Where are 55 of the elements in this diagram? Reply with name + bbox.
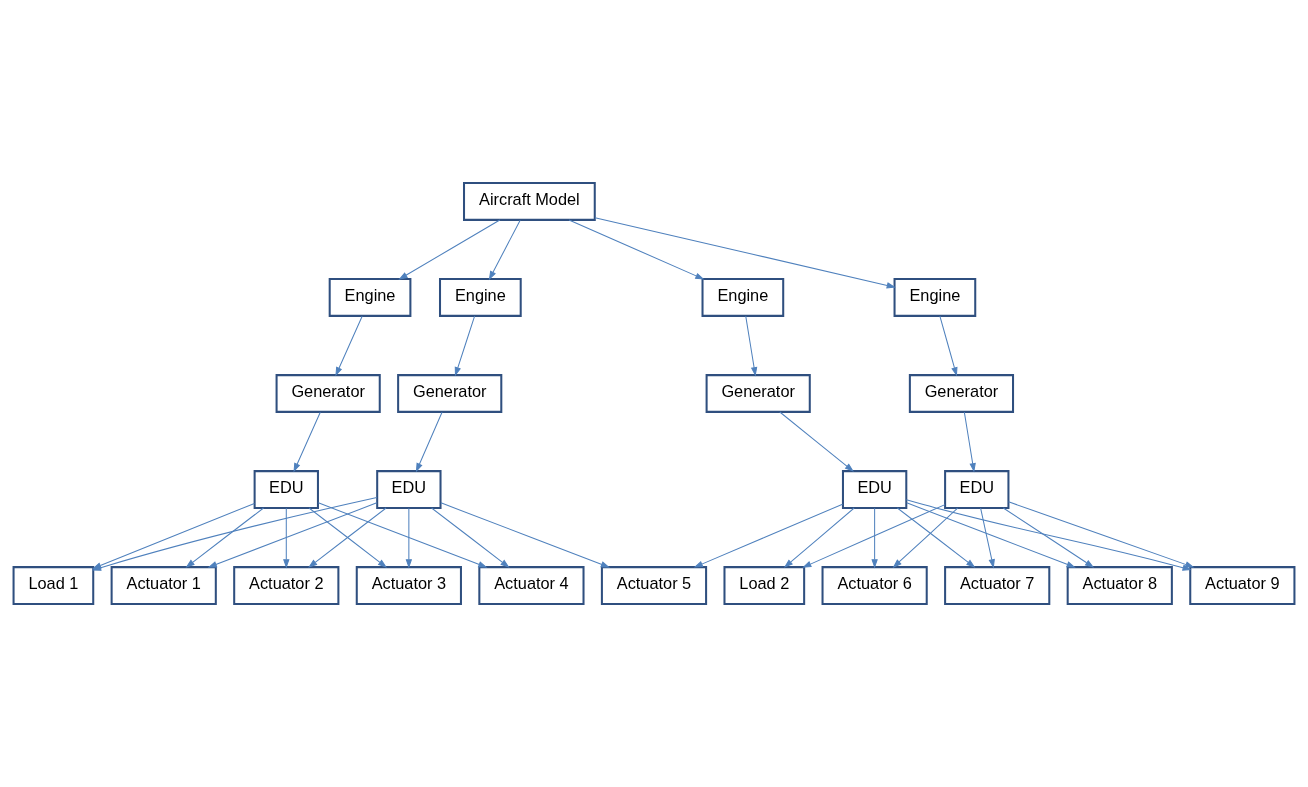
arrow (185, 507, 265, 568)
arrow (568, 219, 705, 280)
arrow (283, 507, 290, 569)
arrow (905, 499, 1192, 571)
node-box: Actuator 5 (600, 566, 708, 605)
arrow (293, 411, 321, 473)
node-box: Generator (908, 374, 1015, 413)
arrow (594, 217, 896, 289)
arrow (892, 507, 959, 568)
node-box: EDU (841, 470, 908, 509)
arrow (454, 315, 476, 377)
arrow (871, 507, 878, 569)
node-box: Actuator 3 (355, 566, 462, 605)
node-box: Actuator 8 (1066, 566, 1173, 605)
node-box: EDU (376, 470, 442, 509)
node-box: Engine (439, 278, 522, 317)
node-box: Actuator 6 (821, 566, 928, 605)
node-box: Actuator 7 (944, 566, 1051, 605)
arrow (308, 507, 387, 568)
arrow (980, 507, 995, 569)
arrow (398, 219, 501, 280)
node-box: Engine (328, 278, 412, 317)
arrow (693, 503, 844, 568)
arrow (963, 411, 976, 473)
node-box: Generator (275, 374, 381, 413)
node-box: EDU (253, 470, 319, 509)
node-box: Load 2 (723, 566, 806, 605)
node-box: Actuator 1 (110, 566, 217, 605)
node-box: Actuator 2 (233, 566, 340, 605)
arrow (440, 502, 611, 568)
arrow (335, 315, 363, 377)
arrow (779, 411, 854, 472)
node-box: Actuator 9 (1189, 566, 1296, 605)
arrow (431, 507, 510, 568)
node-box: Generator (705, 374, 811, 413)
arrow (745, 315, 758, 377)
node-box: Actuator 4 (478, 566, 585, 605)
node-box: Load 1 (12, 566, 95, 605)
arrow (783, 507, 855, 568)
arrow (802, 504, 946, 568)
arrow (405, 507, 413, 569)
arrow (415, 411, 443, 473)
arrow (207, 502, 378, 568)
arrow (939, 315, 958, 377)
node-box: Generator (397, 374, 503, 413)
arrow (488, 219, 521, 281)
arrow (896, 507, 976, 568)
arrow (906, 502, 1076, 568)
node-box: Aircraft Model (463, 182, 596, 221)
node-box: Engine (893, 278, 977, 317)
arrow (1008, 501, 1195, 568)
node-box: EDU (944, 470, 1010, 509)
arrow (1002, 507, 1095, 568)
node-box: Engine (701, 278, 785, 317)
arrow (317, 502, 488, 568)
